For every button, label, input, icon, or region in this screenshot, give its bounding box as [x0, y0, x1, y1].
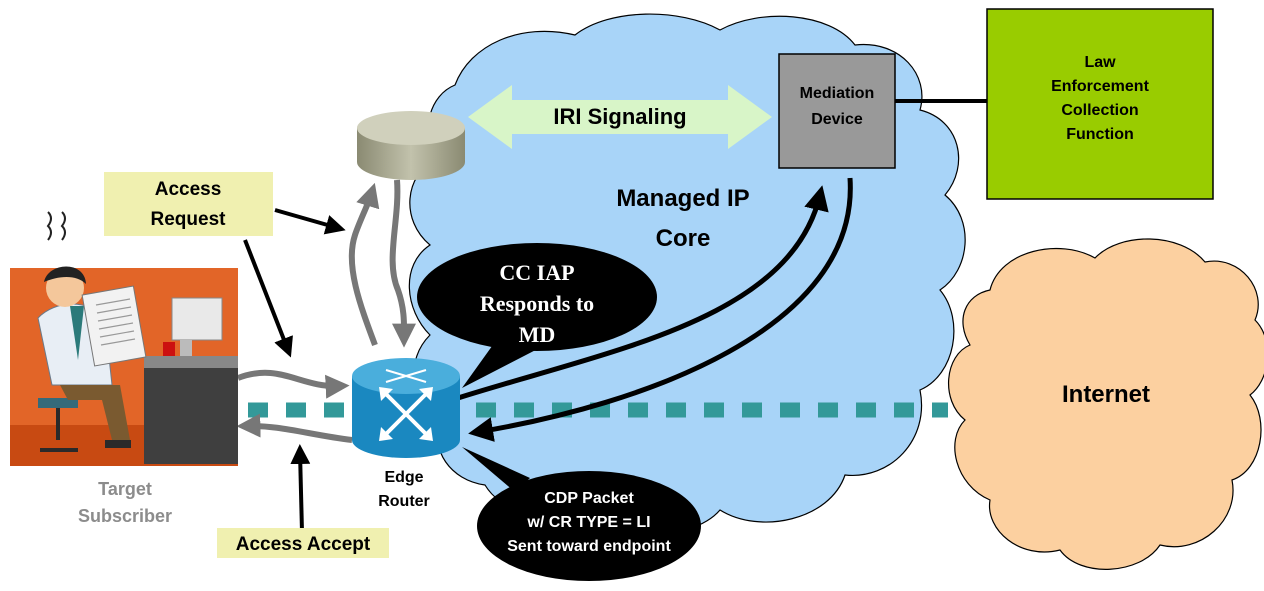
core-cloud-label-line1: Managed IP — [616, 185, 749, 212]
iri-signaling-arrow — [468, 85, 772, 149]
router-to-database-arrow — [348, 182, 380, 347]
md-to-router-arrow — [468, 177, 853, 442]
target-subscriber-label-line1: Target — [98, 479, 152, 499]
router-to-subscriber-arrow — [236, 413, 353, 443]
lecf-label-line2: Enforcement — [1051, 78, 1149, 95]
edge-router-label-line2: Router — [378, 493, 430, 510]
edge-router-label-line1: Edge — [384, 469, 423, 486]
cc-iap-label-line3: MD — [519, 322, 556, 347]
access-request-label-line1: Access — [155, 179, 222, 200]
lecf-label-line1: Law — [1084, 54, 1116, 71]
cc-iap-label-line1: CC IAP — [499, 260, 574, 285]
access-request-arrow-2 — [243, 239, 293, 358]
subscriber-illustration — [10, 211, 238, 466]
internet-label: Internet — [1062, 381, 1150, 408]
lecf-label-line3: Collection — [1061, 102, 1138, 119]
access-request-arrow-1 — [274, 208, 346, 235]
core-cloud-label-line2: Core — [656, 225, 711, 252]
access-request-label-line2: Request — [151, 209, 227, 230]
internet-cloud — [947, 238, 1264, 570]
subscriber-to-router-arrow — [236, 369, 350, 399]
edge-router-icon — [352, 358, 460, 458]
access-accept-label: Access Accept — [236, 534, 371, 555]
access-accept-arrow — [290, 444, 311, 533]
cc-iap-label-line2: Responds to — [480, 291, 594, 316]
database-to-router-arrow — [389, 179, 417, 348]
cdp-label-line1: CDP Packet — [544, 490, 634, 507]
mediation-device-box — [778, 53, 896, 169]
database-icon — [357, 111, 465, 180]
cc-iap-bubble — [417, 243, 657, 388]
access-request-box — [104, 172, 273, 236]
iri-signaling-label: IRI Signaling — [553, 104, 686, 129]
lecf-label-line4: Function — [1066, 126, 1134, 143]
cdp-packet-bubble — [462, 447, 701, 581]
mediation-device-label-line2: Device — [811, 111, 863, 128]
access-accept-box — [217, 528, 389, 558]
law-enforcement-box — [986, 8, 1214, 200]
cdp-label-line3: Sent toward endpoint — [507, 538, 671, 555]
mediation-device-label-line1: Mediation — [800, 85, 875, 102]
target-subscriber-label-line2: Subscriber — [78, 506, 172, 526]
cdp-label-line2: w/ CR TYPE = LI — [526, 514, 650, 531]
router-to-md-arrow — [457, 185, 829, 401]
